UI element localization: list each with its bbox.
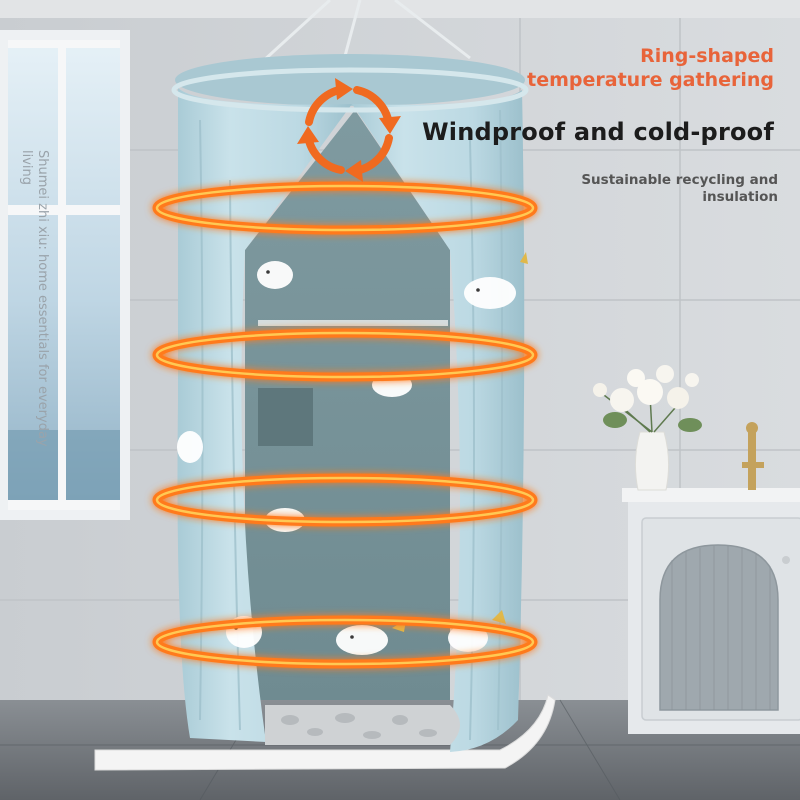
feature-recycling-insulation: Sustainable recycling and insulation [581,172,778,205]
feature-windproof: Windproof and cold-proof [422,118,774,146]
shower-curtain-enclosure [171,54,529,752]
circular-arrows-icon [297,78,401,182]
pebble-floor [265,705,460,745]
faucet [742,422,764,490]
feature-ring-temperature: Ring-shaped temperature gathering [527,45,774,91]
flower-vase [593,365,702,491]
window [0,30,130,520]
vanity-cabinet [622,488,800,734]
brand-caption: Shumei zhi xiu: home essentials for ever… [19,150,50,447]
